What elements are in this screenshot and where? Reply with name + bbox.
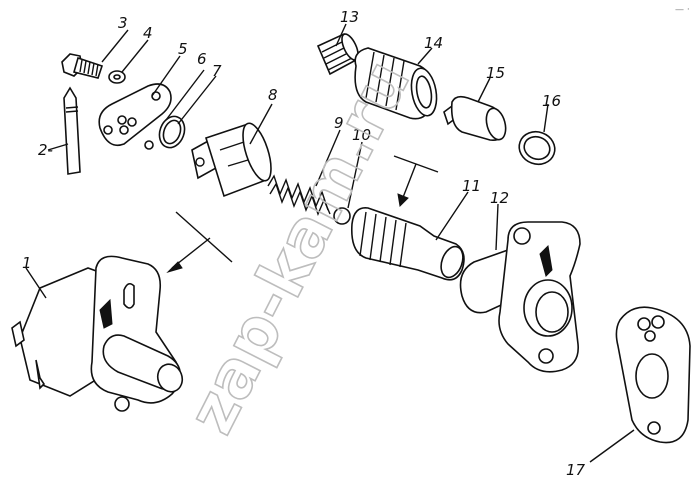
part-17-gasket (615, 306, 691, 444)
part-7-o-ring (158, 115, 186, 149)
part-6-ball (144, 140, 154, 150)
callout-6: 6 (197, 50, 207, 68)
callout-15: 15 (486, 64, 505, 82)
part-3-bolt (61, 53, 104, 79)
callout-4: 4 (143, 24, 153, 42)
callout-2: 2- (38, 141, 53, 159)
callout-10: 10 (352, 126, 371, 144)
callouts: 1 2- 3 4 5 6 7 8 9 10 11 12 13 14 15 16 … (22, 8, 586, 479)
part-16-o-ring (518, 130, 556, 166)
callout-11: 11 (462, 177, 481, 195)
callout-5: 5 (178, 40, 188, 58)
callout-3: 3 (118, 14, 128, 32)
part-10-ball (333, 207, 351, 225)
corner-mark: — · (675, 5, 690, 15)
part-2-pin (63, 86, 81, 175)
part-9-spring (267, 174, 331, 216)
callout-1: 1 (22, 254, 32, 272)
part-12-housing (459, 221, 581, 373)
part-15-plunger (443, 95, 507, 142)
callout-7: 7 (212, 62, 222, 80)
part-1-housing (11, 255, 184, 412)
callout-13: 13 (340, 8, 359, 26)
callout-16: 16 (542, 92, 561, 110)
part-11-valve-body (350, 207, 465, 281)
callout-9: 9 (334, 114, 344, 132)
part-4-washer (108, 70, 126, 84)
part-13-spring (316, 32, 359, 76)
callout-14: 14 (424, 34, 443, 52)
assembly-direction-arrow (166, 155, 439, 274)
leader-lines (25, 23, 635, 463)
callout-8: 8 (268, 86, 278, 104)
callout-12: 12 (490, 189, 509, 207)
part-14-sleeve (354, 47, 438, 120)
callout-17: 17 (566, 461, 586, 479)
part-8-piston (191, 122, 272, 198)
